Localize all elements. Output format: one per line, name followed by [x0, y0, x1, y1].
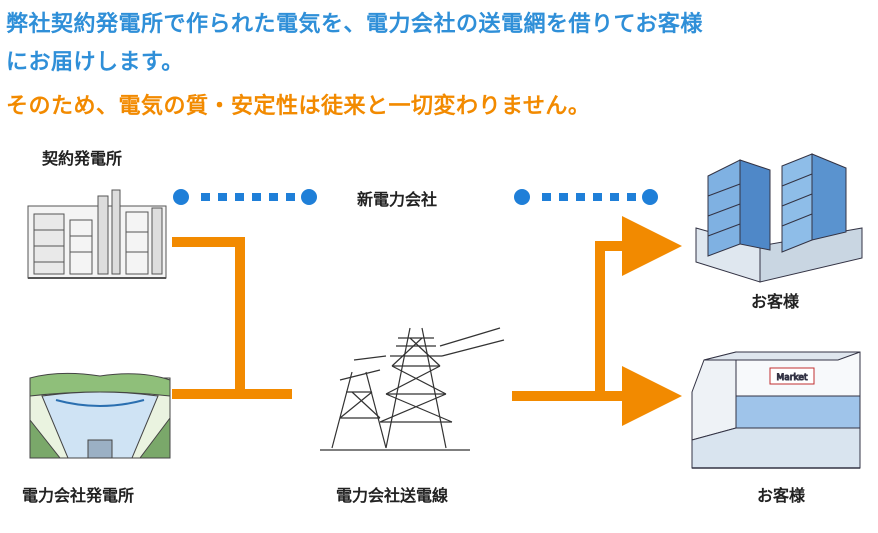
market-building-illustration: Market — [691, 351, 861, 469]
headline-line-2: にお届けします。 — [6, 50, 184, 75]
label-new-power-company: 新電力会社 — [357, 190, 438, 209]
connector-grid-to-customers — [512, 216, 682, 401]
dotted-connector-right — [514, 189, 658, 205]
headline-line-1: 弊社契約発電所で作られた電気を、電力会社の送電網を借りてお客様 — [6, 12, 703, 37]
dotted-connector-left — [173, 189, 317, 205]
label-contract-plant: 契約発電所 — [42, 149, 123, 168]
transmission-tower-illustration — [320, 327, 505, 451]
market-sign-text: Market — [777, 373, 808, 383]
office-building-illustration — [695, 153, 863, 283]
contract-power-plant-illustration — [27, 189, 167, 279]
headline-line-3: そのため、電気の質・安定性は徒来と一切変わりません。 — [6, 94, 591, 119]
utility-dam-illustration — [29, 372, 171, 459]
connector-plant-to-grid — [172, 237, 292, 399]
label-utility-transmission: 電力会社送電線 — [336, 486, 449, 505]
label-customer-top: お客様 — [751, 292, 800, 311]
label-utility-plant: 電力会社発電所 — [22, 486, 135, 505]
label-customer-bottom: お客様 — [757, 486, 806, 505]
